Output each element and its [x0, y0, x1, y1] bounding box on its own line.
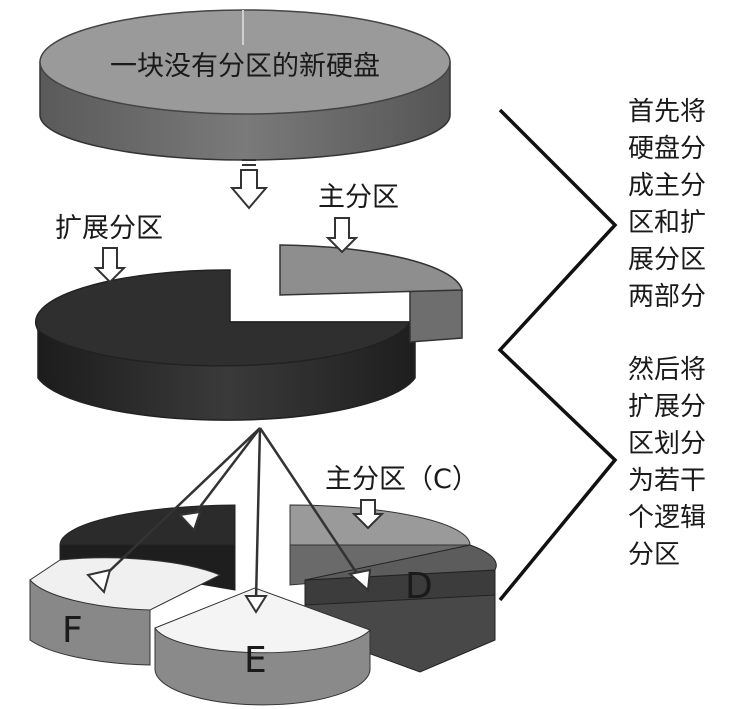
note-1-line-3: 成主分: [628, 171, 706, 201]
note-1-line-5: 展分区: [628, 245, 706, 275]
drive-d-label: D: [405, 566, 433, 607]
primary-arrow: [325, 217, 359, 254]
bracket: [497, 108, 618, 602]
logical-arrows: [99, 427, 362, 601]
extended-partition-disk: [35, 269, 416, 421]
drive-f-slice: [29, 557, 222, 666]
drive-e-slice: [154, 587, 371, 706]
primary-c-arrow: [351, 499, 385, 530]
split-arrow: [229, 159, 269, 210]
arrow-head-f: [86, 568, 112, 594]
note-2-line-3: 区划分: [628, 429, 706, 459]
note-2-line-4: 为若干: [628, 466, 706, 496]
new-disk-label: 一块没有分区的新硬盘: [110, 51, 380, 82]
primary-c-label: 主分区（C）: [325, 464, 479, 495]
note-1-line-1: 首先将: [628, 97, 706, 127]
drive-e-label: E: [244, 640, 267, 681]
note-2-line-2: 扩展分: [628, 392, 706, 422]
primary-partition-label: 主分区: [318, 182, 399, 213]
note-2-line-5: 个逻辑: [628, 503, 706, 533]
drive-d-slice: [304, 544, 497, 673]
note-2-line-1: 然后将: [628, 355, 706, 385]
note-step-1: 首先将 硬盘分 成主分 区和扩 展分区 两部分: [628, 97, 706, 312]
note-1-line-6: 两部分: [628, 282, 706, 312]
note-1-line-4: 区和扩: [628, 208, 706, 238]
arrow-head-back: [177, 510, 202, 532]
note-2-line-6: 分区: [628, 540, 680, 570]
extended-partition-label: 扩展分区: [55, 213, 163, 244]
note-1-line-2: 硬盘分: [628, 134, 706, 164]
extended-arrow: [93, 247, 127, 284]
drive-f-label: F: [62, 610, 83, 651]
arrow-head-e: [244, 595, 268, 614]
new-disk: [39, 9, 451, 161]
note-step-2: 然后将 扩展分 区划分 为若干 个逻辑 分区: [628, 355, 706, 570]
primary-partition-wedge: [279, 244, 463, 343]
arrow-head-d: [347, 568, 372, 593]
